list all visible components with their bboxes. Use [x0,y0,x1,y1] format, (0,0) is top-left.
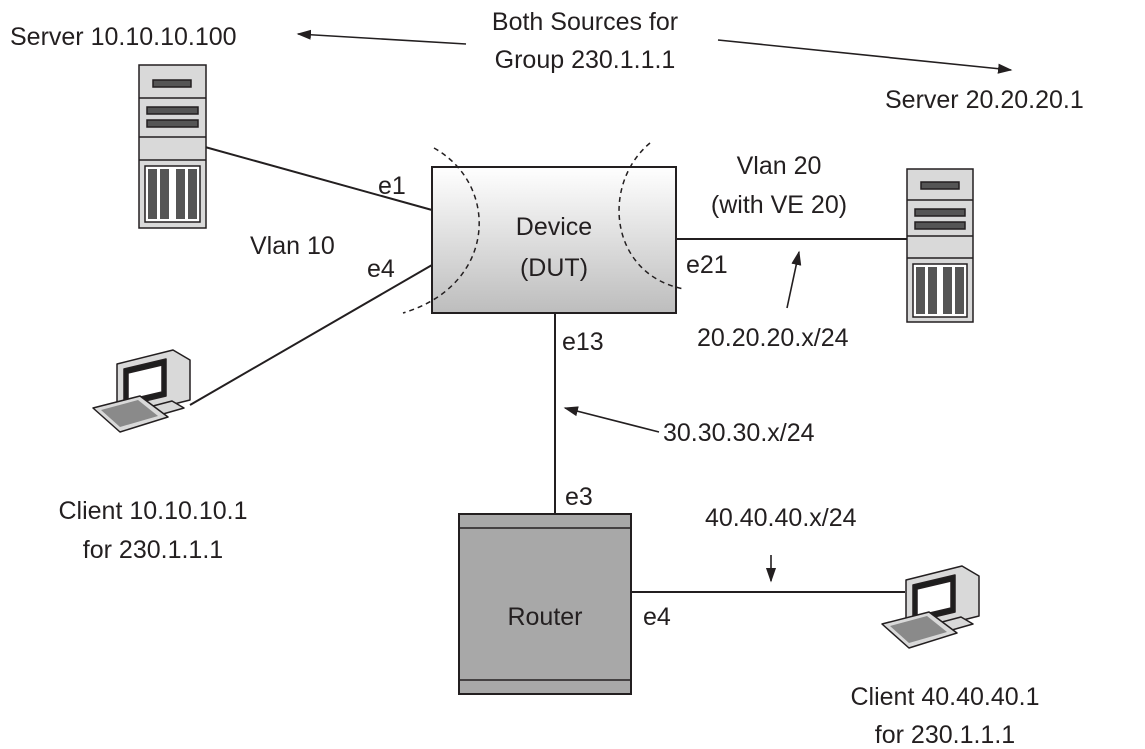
arrow-subnet-20 [786,250,802,309]
subnet-30-label: 30.30.30.x/24 [663,419,815,447]
server-tower-icon [906,168,974,323]
server-right[interactable] [906,168,974,323]
vlan10-label: Vlan 10 [250,232,335,260]
subnet-40-label: 40.40.40.x/24 [705,504,857,532]
server-left-label: Server 10.10.10.100 [10,23,237,51]
subnet-20-label: 20.20.20.x/24 [697,324,849,352]
client-left[interactable] [92,349,191,433]
port-e4-device-label: e4 [367,255,395,283]
device-label-line1: Device [516,213,592,241]
vlan20-label-line2: (with VE 20) [711,191,847,219]
port-e4-router-label: e4 [643,603,671,631]
server-right-label: Server 20.20.20.1 [885,86,1084,114]
router[interactable]: Router [458,513,632,695]
client-left-label-line1: Client 10.10.10.1 [58,497,247,525]
sources-note-line2: Group 230.1.1.1 [495,46,676,74]
port-e21-label: e21 [686,251,728,279]
device-dut[interactable]: Device (DUT) [431,166,677,314]
client-right-label-line2: for 230.1.1.1 [875,721,1015,749]
sources-note-line1: Both Sources for [492,8,678,36]
server-left[interactable] [138,64,207,229]
port-e1-label: e1 [378,172,406,200]
desktop-computer-icon [881,565,980,649]
client-right[interactable] [881,565,980,649]
port-e13-label: e13 [562,328,604,356]
arrow-to-server-right [717,39,1013,74]
vlan10-boundary [402,147,480,314]
vlan20-boundary [618,142,685,290]
port-e3-label: e3 [565,483,593,511]
device-label-line2: (DUT) [520,254,588,282]
router-label: Router [507,603,582,631]
vlan20-label-line1: Vlan 20 [737,152,822,180]
client-right-label-line1: Client 40.40.40.1 [850,683,1039,711]
link-server-left-device [204,146,433,211]
server-tower-icon [138,64,207,229]
desktop-computer-icon [92,349,191,433]
arrow-subnet-30 [563,406,660,433]
link-client-left-device [189,264,433,406]
arrow-to-server-left [296,29,467,45]
client-left-label-line2: for 230.1.1.1 [83,536,223,564]
